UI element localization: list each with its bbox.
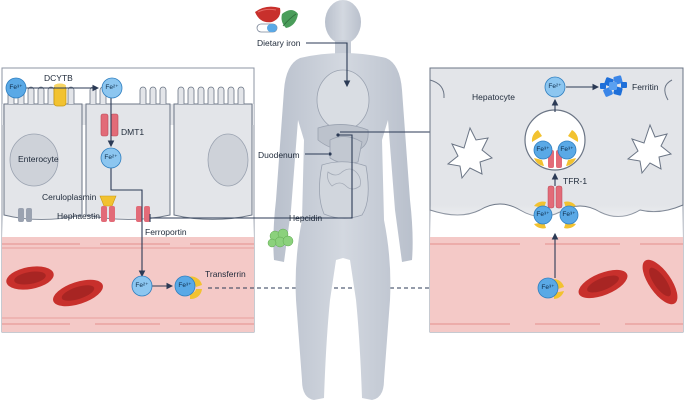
transferrin-bound-iron	[537, 277, 564, 299]
label-dcytb: DCYTB	[44, 73, 73, 83]
tfr1-receptor	[547, 185, 563, 209]
liver-icon	[255, 6, 281, 23]
label-duodenum: Duodenum	[258, 150, 300, 160]
fe2-ion	[100, 147, 122, 169]
hephaestin-protein	[99, 195, 117, 222]
bile-canaliculus	[446, 126, 494, 180]
ion-label-fe3: Fe³⁺	[541, 284, 555, 291]
hepcidin-inhibition-line	[149, 134, 353, 222]
label-enterocyte: Enterocyte	[18, 154, 59, 164]
leaf-icon	[281, 10, 298, 28]
ion-label-fe3: Fe³⁺	[560, 146, 574, 153]
label-hepatocyte: Hepatocyte	[472, 92, 515, 102]
fe3-ion	[5, 77, 27, 99]
hepcidin-peptide-icon	[267, 228, 294, 248]
human-body	[273, 0, 413, 400]
ferroportin-transporter	[136, 206, 150, 222]
ion-label-fe3: Fe³⁺	[536, 211, 550, 218]
bile-canaliculus	[626, 123, 673, 175]
label-transferrin: Transferrin	[205, 269, 246, 279]
dmt1-transporter	[100, 113, 119, 137]
ion-label-fe3: Fe³⁺	[562, 211, 576, 218]
pill-icon	[256, 23, 278, 33]
transferrin-pair-endosome	[531, 130, 579, 168]
label-ceruloplasmin: Ceruloplasmin	[42, 192, 97, 202]
ion-label-fe2: Fe²⁺	[105, 84, 119, 91]
transferrin-pair	[533, 201, 579, 229]
ferritin-icon	[600, 75, 627, 97]
label-ferritin: Ferritin	[632, 82, 659, 92]
transferrin-bound-iron	[174, 275, 202, 300]
blood-vessel-left	[2, 237, 254, 332]
organs	[316, 69, 370, 219]
label-hephaestin: Hephaestin	[57, 211, 101, 221]
ion-label-fe3: Fe³⁺	[536, 146, 550, 153]
label-dmt1: DMT1	[121, 127, 145, 137]
ion-label-fe2: Fe²⁺	[135, 282, 149, 289]
ion-label-fe3: Fe³⁺	[9, 84, 23, 91]
hepatocyte-panel	[429, 67, 684, 333]
label-tfr1: TFR-1	[563, 176, 588, 186]
label-hepcidin: Hepcidin	[289, 213, 323, 223]
ion-label-fe2: Fe²⁺	[104, 154, 118, 161]
dcytb-transporter	[53, 83, 67, 107]
ion-label-fe2: Fe²⁺	[548, 83, 562, 90]
basolateral-transporter	[18, 208, 32, 222]
label-ferroportin: Ferroportin	[145, 227, 187, 237]
fe2-ion	[101, 77, 123, 99]
fe2-ion	[131, 275, 153, 297]
enterocyte-panel	[1, 67, 531, 333]
ion-label-fe3: Fe³⁺	[178, 282, 192, 289]
fe2-ion	[544, 76, 566, 98]
label-dietary-iron: Dietary iron	[257, 38, 301, 48]
